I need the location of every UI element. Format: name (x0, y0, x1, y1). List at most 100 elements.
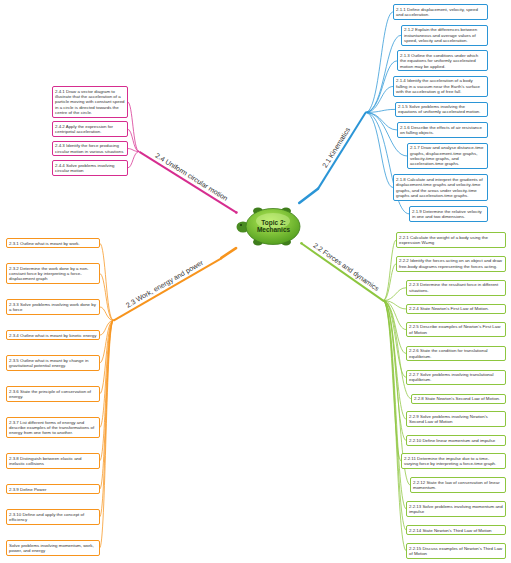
topic-box: 2.1.3 Outline the conditions under which… (397, 50, 488, 71)
node-text: 2.4.3 Identify the force producing circu… (55, 143, 125, 154)
node-text: 2.4 Uniform circular motion (142, 144, 241, 210)
node-text: 2.4.2 Apply the expression for centripet… (55, 124, 125, 135)
node-text: 2.2.5 Describe examples of Newton's Firs… (409, 324, 503, 335)
topic-box: 2.2.13 Solve problems involving momentum… (406, 501, 506, 517)
node-text: 2.2.6 State the condition for translatio… (409, 348, 503, 359)
node-text: 2.3.5 Outline what is meant by change in… (9, 358, 97, 369)
topic-box: 2.3.5 Outline what is meant by change in… (6, 355, 100, 371)
node-text: 2.3 Work, energy and power (110, 250, 219, 318)
leaf-connector (383, 301, 406, 551)
node-text: Topic 2: Mechanics (248, 219, 299, 234)
topic-box: 2.2.9 Solve problems involving Newton's … (406, 411, 506, 427)
topic-box: Solve problems involving momentum, work,… (6, 540, 100, 556)
topic-box: 2.3.1 Outline what is meant by work. (6, 238, 100, 248)
leaf-connector (100, 274, 113, 321)
node-text: 2.1.1 Define displacement, velocity, spe… (396, 7, 485, 18)
node-text: 2.2.12 State the law of conservation of … (413, 480, 503, 491)
topic-box: 2.2.1 Calculate the weight of a body usi… (396, 232, 506, 248)
topic-box: 2.2.12 State the law of conservation of … (410, 477, 506, 493)
leaf-connector (128, 102, 139, 152)
topic-box: 2.3.2 Determine the work done by a non-c… (6, 263, 100, 284)
leaf-connector (366, 112, 393, 187)
node-text: 2.1.4 Identify the acceleration of a bod… (396, 78, 485, 94)
branch-line (299, 189, 318, 203)
topic-box: 2.3.9 Define Power (6, 484, 100, 494)
branch-line (221, 248, 236, 258)
topic-box: 2.2.6 State the condition for translatio… (406, 346, 506, 362)
node-text: 2.1.3 Outline the conditions under which… (400, 53, 485, 69)
topic-box: 2.1.8 Calculate and interpret the gradie… (393, 174, 488, 201)
topic-box: 2.3.6 State the principle of conservatio… (6, 386, 100, 402)
node-text: 2.3.1 Outline what is meant by work. (9, 241, 97, 246)
leaf-connector (128, 129, 139, 151)
branch-label: 2.4 Uniform circular motion (138, 143, 242, 214)
topic-box: 2.1.5 Solve problems involving the equat… (395, 102, 488, 118)
topic-box: 2.2.2 Identify the forces acting on an o… (396, 256, 506, 272)
topic-box: 2.2.14 State Newton's Third Law of Motio… (406, 525, 506, 535)
central-topic: Topic 2: Mechanics (236, 203, 302, 249)
leaf-connector (383, 301, 401, 462)
node-text: 2.1 Kinematics (310, 109, 363, 186)
node-text: 2.2.13 Solve problems involving momentum… (409, 504, 503, 515)
leaf-connector (128, 149, 139, 152)
node-text: 2.1.2 Explain the differences between in… (404, 27, 485, 43)
leaf-connector (128, 152, 139, 168)
node-text: 2.3.3 Solve problems involving work done… (9, 302, 97, 313)
node-text: 2.2.4 State Newton's First Law of Motion… (409, 306, 503, 311)
node-text: 2.1.5 Solve problems involving the equat… (398, 104, 485, 115)
node-text: 2.2.10 Define linear momentum and impuls… (409, 438, 503, 443)
leaf-connector (383, 240, 396, 301)
leaf-connector (100, 243, 113, 320)
topic-box: 2.1.6 Describe the effects of air resist… (397, 122, 488, 138)
node-text: 2.3.9 Define Power (9, 487, 97, 492)
node-text: 2.3.2 Determine the work done by a non-c… (9, 266, 97, 282)
node-text: 2.3.6 State the principle of conservatio… (9, 389, 97, 400)
branch-label: 2.3 Work, energy and power (108, 249, 222, 321)
node-text: 2.2 Forces and dynamics (304, 236, 387, 298)
node-text: 2.3.8 Distinguish between elastic and in… (9, 456, 97, 467)
leaf-connector (366, 12, 393, 113)
topic-box: 2.2.10 Define linear momentum and impuls… (406, 435, 506, 445)
node-text: 2.2.3 Determine the resultant force in d… (409, 282, 503, 293)
leaf-connector (366, 35, 401, 112)
topic-box: 2.4.2 Apply the expression for centripet… (52, 121, 128, 137)
node-text: 2.3.10 Define and apply the concept of e… (9, 512, 97, 523)
topic-box: 2.1.4 Identify the acceleration of a bod… (393, 76, 488, 97)
leaf-connector (100, 320, 113, 548)
topic-box: 2.3.8 Distinguish between elastic and in… (6, 453, 100, 469)
topic-box: 2.4.3 Identify the force producing circu… (52, 141, 128, 157)
topic-box: 2.4.4 Solve problems involving circular … (52, 160, 128, 176)
topic-box: 2.2.8 State Newton's Second Law of Motio… (411, 394, 506, 404)
node-text: Solve problems involving momentum, work,… (9, 543, 97, 554)
topic-box: 2.4.1 Draw a vector diagram to illustrat… (52, 86, 128, 118)
topic-box: 2.2.5 Describe examples of Newton's Firs… (406, 322, 506, 338)
topic-box: 2.2.15 Discuss examples of Newton's Thir… (406, 543, 506, 559)
node-text: 2.2.7 Solve problems involving translati… (409, 372, 503, 383)
node-text: 2.4.4 Solve problems involving circular … (55, 163, 125, 174)
node-text: 2.2.1 Calculate the weight of a body usi… (399, 235, 503, 246)
node-text: 2.2.15 Discuss examples of Newton's Thir… (409, 546, 503, 557)
branch-label: 2.1 Kinematics (309, 107, 366, 189)
leaf-connector (100, 307, 113, 320)
topic-box: 2.3.10 Define and apply the concept of e… (6, 509, 100, 525)
node-text: 2.1.6 Describe the effects of air resist… (400, 125, 485, 136)
leaf-connector (366, 109, 395, 112)
topic-box: 2.2.11 Determine the impulse due to a ti… (401, 453, 506, 469)
node-text: 2.3.7 List different forms of energy and… (9, 420, 97, 436)
leaf-connector (383, 301, 406, 441)
node-text: 2.1.8 Calculate and interpret the gradie… (396, 177, 485, 199)
node-text: 2.2.14 State Newton's Third Law of Motio… (409, 528, 503, 533)
topic-box: 2.1.2 Explain the differences between in… (401, 25, 488, 46)
node-text: 2.2.9 Solve problems involving Newton's … (409, 414, 503, 425)
topic-box: 2.3.4 Outline what is meant by kinetic e… (6, 330, 100, 340)
topic-box: 2.3.7 List different forms of energy and… (6, 417, 100, 438)
topic-box: 2.1.9 Determine the relative velocity in… (409, 206, 488, 222)
leaf-connector (366, 86, 393, 112)
leaf-connector (383, 288, 406, 301)
leaf-connector (383, 301, 406, 378)
topic-box: 2.2.4 State Newton's First Law of Motion… (406, 304, 506, 314)
topic-box: 2.2.3 Determine the resultant force in d… (406, 280, 506, 296)
node-text: 2.3.4 Outline what is meant by kinetic e… (9, 333, 97, 338)
node-text: 2.2.11 Determine the impulse due to a ti… (404, 456, 503, 467)
